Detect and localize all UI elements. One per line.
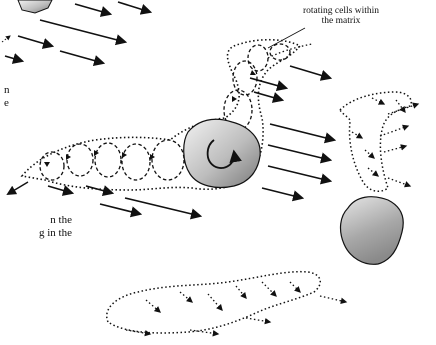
flow-arrow <box>268 166 330 181</box>
central-rock <box>184 119 260 187</box>
top-left-group <box>2 0 150 63</box>
left-fragment-c: n the <box>0 214 72 226</box>
dotted-arrow <box>388 104 418 114</box>
loop <box>270 44 290 60</box>
flow-arrow <box>60 51 103 63</box>
loop <box>122 144 150 180</box>
flow-arrow <box>270 124 334 140</box>
flow-arrow <box>100 204 140 214</box>
small-dotted-arrow <box>2 36 10 42</box>
dotted-arrow <box>384 146 406 152</box>
top-left-rock <box>18 0 52 13</box>
flow-arrow <box>262 188 302 198</box>
flow-arrow <box>40 20 125 42</box>
dotted-arrow <box>380 126 408 136</box>
dotted-arrow <box>320 296 346 302</box>
dotted-arrow <box>388 178 410 186</box>
dotted-arrow <box>368 168 378 176</box>
loop <box>248 45 268 71</box>
bottom-cell-group <box>107 272 346 334</box>
dotted-arrow <box>180 292 192 302</box>
flow-arrow <box>18 36 52 46</box>
callout-line-2: the matrix <box>276 16 406 26</box>
flow-arrow <box>5 56 22 61</box>
flow-arrow <box>75 4 110 14</box>
dotted-arrow <box>372 98 384 104</box>
left-fragment-d: g in the <box>0 227 72 239</box>
dotted-arrow <box>236 286 246 298</box>
flow-arrow <box>268 145 330 160</box>
dotted-arrow <box>262 282 276 296</box>
flow-arrow <box>290 66 330 78</box>
central-cell-group <box>8 28 312 194</box>
loop-arrowhead <box>122 152 127 158</box>
callout-leader <box>268 28 305 48</box>
loop <box>233 61 257 95</box>
flow-arrow <box>48 186 72 193</box>
right-cell-group <box>340 92 418 264</box>
loop-arrowhead <box>66 154 71 160</box>
dotted-arrow <box>290 282 300 292</box>
dotted-arrow <box>190 330 218 334</box>
flow-arrow <box>118 2 150 12</box>
loop-arrowhead <box>44 162 50 167</box>
small-arrow <box>8 182 28 194</box>
left-fragment-b: e <box>4 97 9 109</box>
loop <box>40 152 64 180</box>
loop <box>95 143 121 177</box>
callout-label: rotating cells within the matrix <box>276 6 406 26</box>
loop <box>67 144 93 176</box>
dotted-arrow <box>352 132 362 138</box>
right-rock <box>341 197 404 265</box>
loop <box>152 140 184 180</box>
dotted-cell-outline <box>107 272 321 333</box>
dotted-arrow <box>246 318 270 322</box>
dotted-arrows <box>352 98 418 186</box>
dotted-arrow <box>146 300 160 312</box>
dotted-arrows <box>126 282 346 334</box>
dotted-arrow <box>208 294 222 310</box>
dotted-arrow <box>365 150 374 158</box>
loop-arrowhead <box>232 96 237 102</box>
left-fragment-a: n <box>4 84 10 96</box>
callout-line-1: rotating cells within <box>276 6 406 16</box>
